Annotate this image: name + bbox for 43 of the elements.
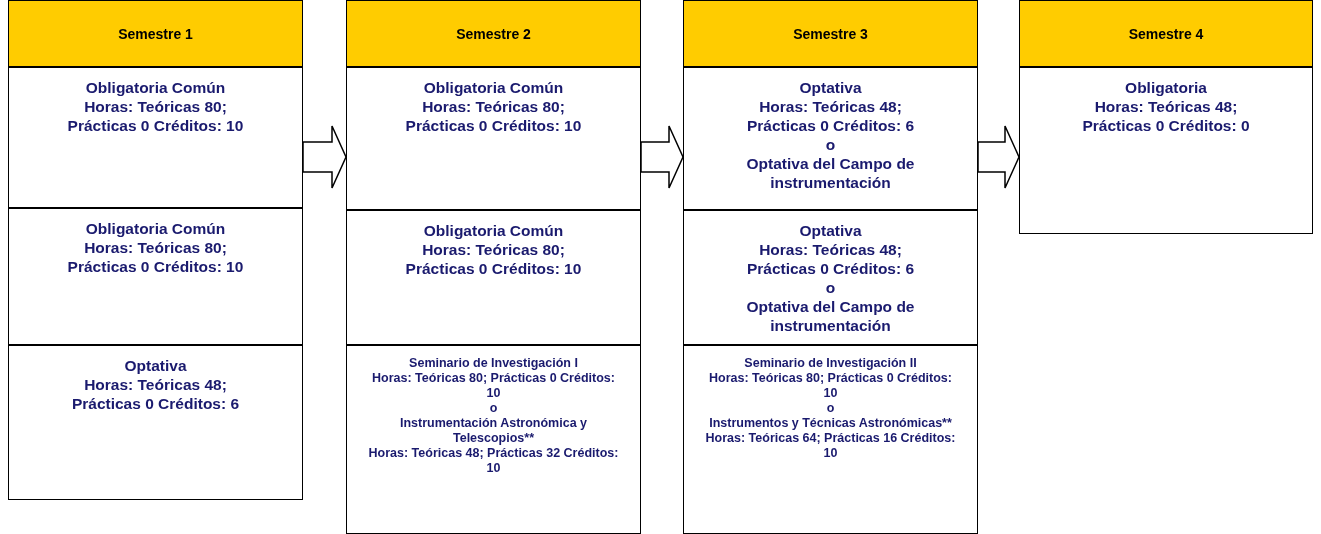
course-cell [8,67,303,208]
course-text: Seminario de Investigación II [743,356,918,371]
block-arrow [640,125,684,189]
course-text: Horas: Teóricas 80; Prácticas 0 Créditos: 10 [404,240,583,278]
block-arrow [977,125,1020,189]
course-text: Horas: Teóricas 48; Prácticas 0 Créditos: 6 [70,375,241,413]
course-cell [1019,67,1313,234]
course-cell [683,67,978,210]
semester-header: Semestre 4 [1019,0,1313,67]
semester-header: Semestre 1 [8,0,303,67]
course-text: o [824,278,837,297]
course-cell [683,210,978,345]
course-text: Obligatoria Común [422,78,565,97]
course-text: Optativa [798,78,863,97]
course-cell [346,210,641,345]
block-arrow [302,125,347,189]
course-text: Optativa del Campo de instrumentación [745,297,916,335]
course-text: Seminario de Investigación I [408,356,579,371]
course-cell [346,345,641,534]
course-text: Horas: Teóricas 64; Prácticas 16 Créditos: 10 [705,431,956,461]
semester-header: Semestre 3 [683,0,978,67]
course-text: Horas: Teóricas 48; Prácticas 0 Créditos: 0 [1081,97,1251,135]
course-cell [683,345,978,534]
course-text: Optativa [123,356,188,375]
course-text: Horas: Teóricas 48; Prácticas 32 Créditos: 10 [368,446,619,476]
course-text: Obligatoria [1124,78,1208,97]
course-text: Obligatoria Común [422,221,565,240]
course-text: Horas: Teóricas 80; Prácticas 0 Créditos: 10 [66,238,245,276]
course-text: Horas: Teóricas 80; Prácticas 0 Créditos: 10 [66,97,245,135]
course-cell [8,345,303,500]
course-cell [8,208,303,345]
course-text: Optativa [798,221,863,240]
course-text: o [824,135,837,154]
course-text: Horas: Teóricas 80; Prácticas 0 Créditos: 10 [404,97,583,135]
course-text: o [825,401,836,416]
semester-header: Semestre 2 [346,0,641,67]
course-text: Optativa del Campo de instrumentación [745,154,916,192]
course-text: Obligatoria Común [84,78,227,97]
course-cell [346,67,641,210]
course-text: Instrumentos y Técnicas Astronómicas** [708,416,953,431]
course-text: o [488,401,499,416]
course-text: Instrumentación Astronómica y Telescopios** [398,416,589,446]
course-text: Obligatoria Común [84,219,227,238]
